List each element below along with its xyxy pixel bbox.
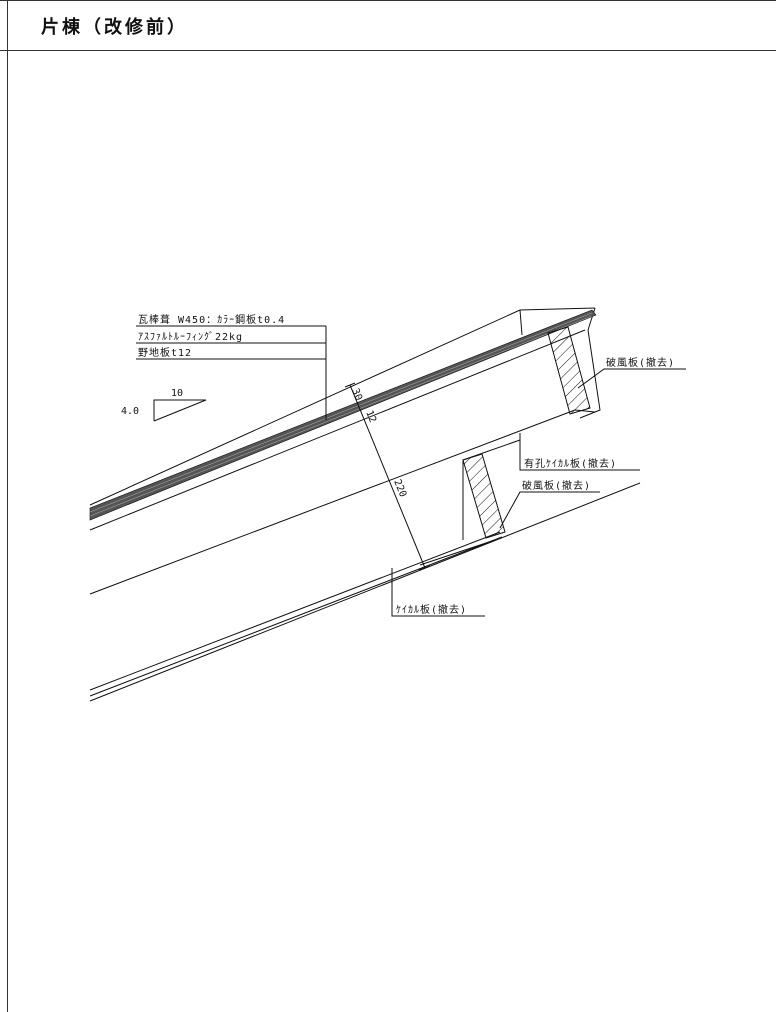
- title-left-rule: [7, 1, 8, 52]
- callout-perforated-soffit: 有孔ｹｲｶﾙ板(撤去): [524, 457, 617, 470]
- sheet-left-border: [7, 51, 8, 1012]
- dimension-220: 220: [391, 478, 408, 499]
- right-callout-leaders: [391, 368, 686, 617]
- upper-fascia-board: [547, 326, 601, 419]
- dimension-30: 30: [349, 387, 364, 402]
- title-bar: 片棟（改修前）: [0, 0, 776, 52]
- roof-layers: [89, 307, 597, 531]
- callout-sheathing: 野地板t12: [138, 346, 192, 359]
- callout-fascia-upper: 破風板(撤去): [606, 356, 675, 369]
- dimension-12: 12: [363, 409, 378, 424]
- layer-callout-leaders: [136, 325, 327, 420]
- callout-roofing: 瓦棒葺 W450：ｶﾗｰ鋼板t0.4: [138, 313, 285, 326]
- callout-fascia-lower: 破風板(撤去): [522, 479, 591, 492]
- lower-fascia-board: [462, 439, 521, 540]
- slope-run: 10: [171, 388, 183, 399]
- slope-rise: 4.0: [121, 406, 139, 417]
- callout-underlay: ｱｽﾌｧﾙﾄﾙｰﾌｨﾝｸﾞ22kg: [138, 331, 243, 343]
- dimension-line: [344, 382, 431, 571]
- callout-soffit: ｹｲｶﾙ板(撤去): [396, 603, 467, 616]
- slope-indicator: [153, 399, 207, 422]
- rafter-lines: [89, 409, 641, 702]
- drawing-title: 片棟（改修前）: [41, 17, 188, 38]
